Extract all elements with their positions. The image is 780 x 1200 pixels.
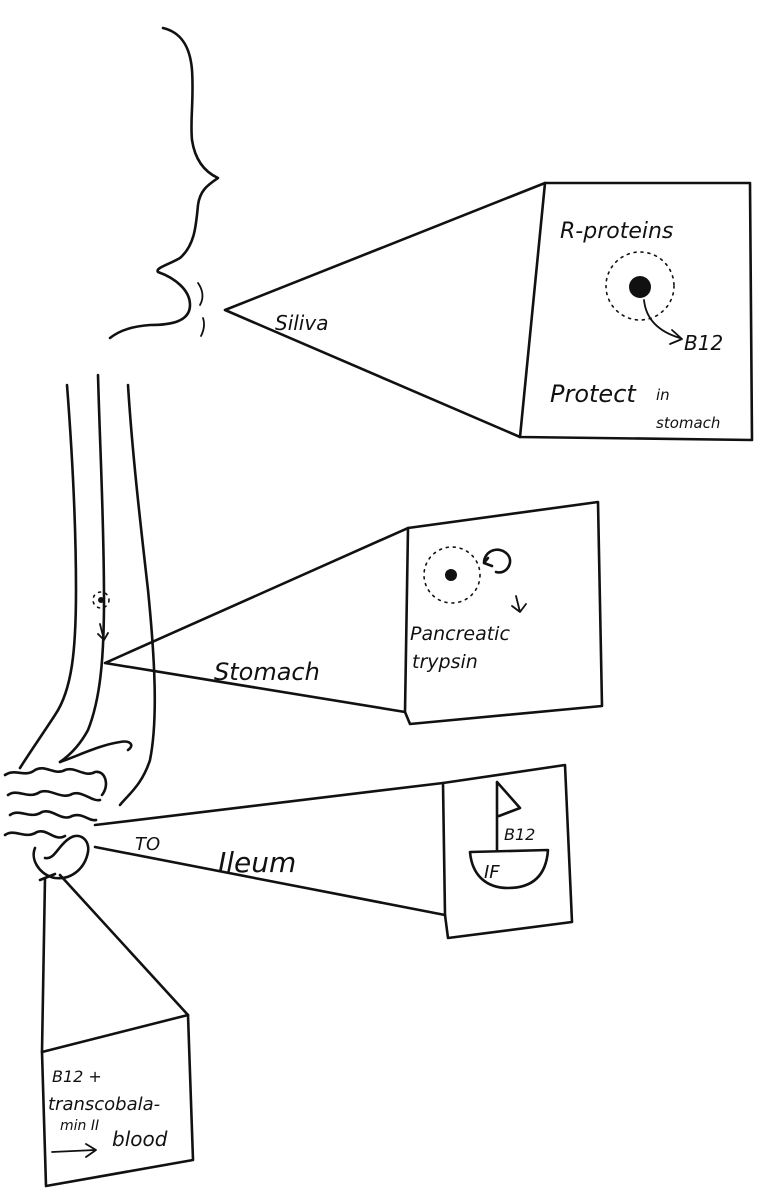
r-protein-halo — [605, 251, 675, 321]
intestine-loop — [32, 834, 90, 880]
blood-callout-lines — [40, 873, 190, 1054]
esophagus-inner — [58, 373, 106, 764]
stomach-callout-lines — [103, 526, 410, 714]
label-saliva: Siliva — [275, 311, 328, 335]
esophagus-outer-right — [118, 383, 157, 807]
arrow-to-blood — [51, 1143, 97, 1158]
face-profile — [108, 26, 220, 340]
blood-box-line2: transcobala- — [48, 1094, 160, 1115]
ileum-box-b12: B12 — [504, 825, 535, 844]
intestine-wiggle-3 — [8, 809, 98, 822]
b12-dot-stomach — [445, 569, 457, 581]
blood-box-line1: B12 + — [52, 1067, 102, 1086]
b12-dot-esophagus — [98, 597, 104, 603]
esophagus-outer-left — [18, 383, 78, 770]
saliva-callout-lines — [223, 181, 547, 439]
saliva-box — [518, 181, 754, 442]
label-to: TO — [135, 834, 160, 855]
ileum-callout-lines — [93, 781, 447, 917]
arrow-down-stomach — [511, 595, 527, 613]
stomach-b12-halo — [423, 546, 481, 604]
lip-mark-lower — [200, 317, 205, 337]
intestine-wiggle-2 — [6, 789, 102, 802]
stomach-curve — [58, 740, 133, 764]
ileum-box — [441, 763, 574, 940]
label-stomach: Stomach — [214, 658, 320, 686]
b12-halo-esophagus — [92, 591, 110, 609]
intestine-lower — [38, 872, 57, 882]
saliva-box-in: in — [656, 386, 670, 404]
saliva-box-protect: Protect — [550, 380, 637, 408]
intestine-wiggle-1 — [3, 767, 108, 797]
b12-dot-saliva — [629, 276, 651, 298]
stomach-box-line1: Pancreatic — [410, 623, 510, 645]
intestine-wiggle-4 — [3, 829, 67, 839]
intrinsic-factor-bowl — [468, 848, 550, 890]
ileum-box-if: IF — [484, 862, 500, 883]
stomach-box-line2: trypsin — [412, 651, 478, 673]
arrow-down-esophagus — [97, 623, 109, 641]
lip-mark-upper — [197, 282, 204, 306]
saliva-box-b12: B12 — [684, 331, 723, 355]
cleaved-protein-icon — [482, 548, 512, 574]
blood-box-line3: min II — [60, 1118, 99, 1134]
stomach-box — [403, 500, 604, 726]
blood-box — [40, 1013, 195, 1188]
label-ileum: Ileum — [218, 846, 296, 879]
saliva-box-stomach: stomach — [656, 414, 720, 432]
blood-box-line4: blood — [112, 1127, 168, 1151]
arrow-to-b12-saliva — [643, 299, 683, 345]
b12-flag-icon — [495, 780, 522, 852]
saliva-box-title: R-proteins — [560, 219, 673, 244]
